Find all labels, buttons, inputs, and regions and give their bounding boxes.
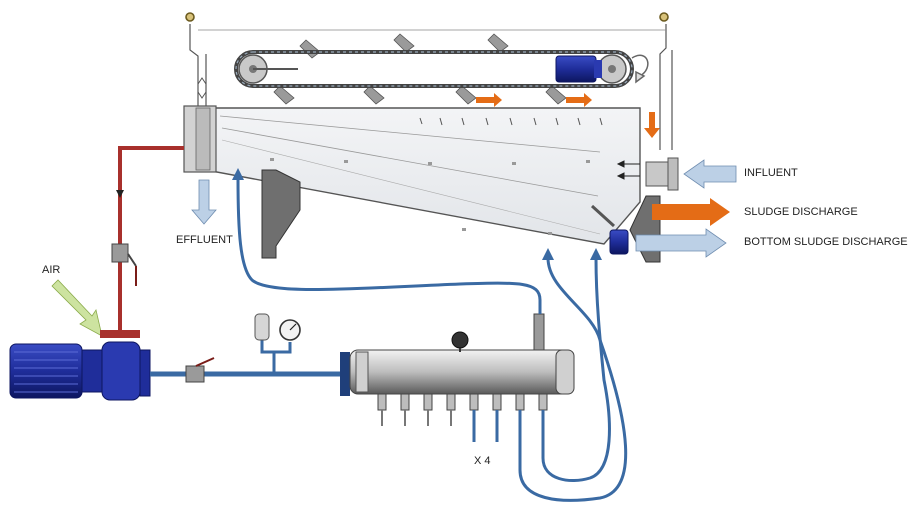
nozzle-stems-blue [472,410,499,442]
effluent-label: EFFLUENT [176,234,233,246]
lamella-ticks [419,117,603,126]
gear-motor-icon [555,55,602,83]
eye-bolt-icon [185,12,669,22]
sludge-flow-arrows [476,93,660,138]
bottom-sludge-arrow [635,228,727,258]
recycle-arrowhead-1 [232,168,244,180]
recycle-line-tank-bottom [518,257,628,502]
small-tick-marks [270,158,590,235]
inlet-nozzle [645,157,679,191]
air-label: AIR [42,264,61,276]
influent-label: INFLUENT [744,167,798,179]
chain-conveyor [234,50,634,88]
pressure-gauge-icon [279,319,301,341]
rotation-arrow-icon [631,54,649,84]
multiplier-label: X 4 [474,455,491,467]
nozzle-stems [381,410,452,426]
air-flow-arrowhead [116,190,124,198]
ball-valve-icon [111,243,137,286]
air-line [118,146,184,330]
air-regulator [254,313,270,341]
effluent-box [183,77,217,173]
recycle-line-sludge [541,257,611,482]
sludge-discharge-arrow [652,198,730,226]
drive-sprocket-icon [238,54,627,84]
tank-frame [189,24,673,150]
nozzle-outlets [377,393,548,411]
recycle-arrowhead-2 [542,248,554,260]
gauge-tee [260,340,292,374]
sludge-discharge-label: SLUDGE DISCHARGE [744,206,858,218]
recycle-arrowhead-3 [590,248,602,260]
air-arrow [51,279,103,337]
scraper-flights [273,33,567,105]
pressure-line-valve [185,357,215,383]
effluent-arrow [191,179,217,225]
distribution-manifold [340,313,575,396]
bottom-sludge-discharge-label: BOTTOM SLUDGE DISCHARGE [744,236,908,248]
bottom-sludge-nozzle [590,204,629,255]
influent-arrow [683,159,737,189]
recycle-line-effluent [236,177,542,314]
pump-motor-icon [9,330,151,401]
inlet-flow-arrows [616,160,640,180]
